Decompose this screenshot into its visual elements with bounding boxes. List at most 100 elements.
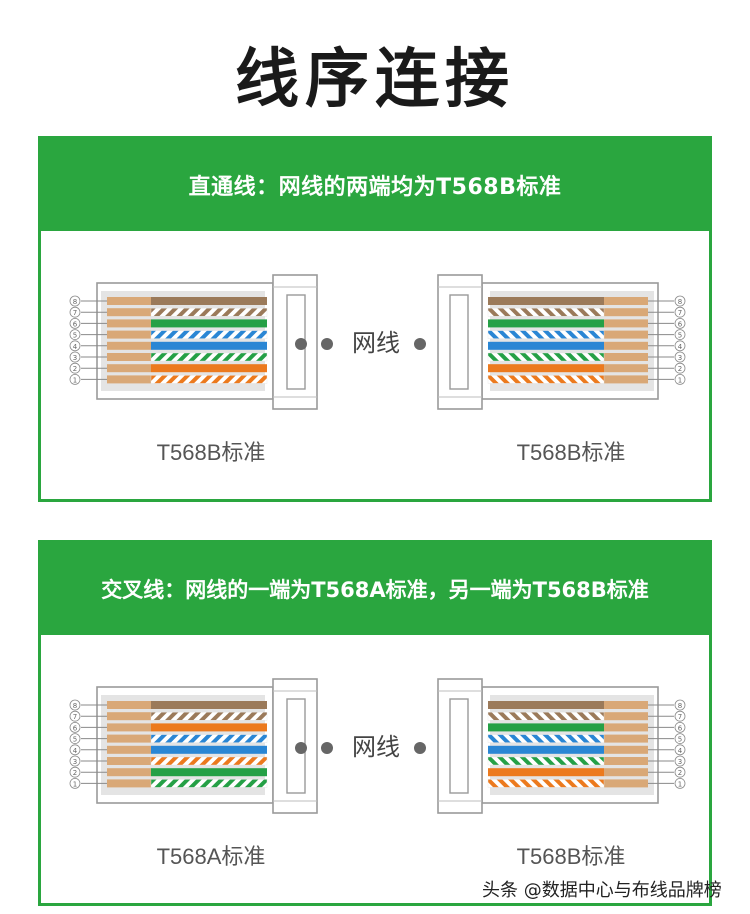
wire-blue	[488, 341, 604, 350]
pin-number: 3	[73, 354, 77, 362]
wire-green	[151, 319, 267, 328]
cable-label: 网线	[352, 733, 400, 761]
pin-number: 7	[73, 713, 77, 721]
copper-contact	[107, 701, 151, 709]
pin-circle	[69, 295, 81, 307]
wire-brown	[488, 701, 604, 709]
pin-circle	[69, 318, 81, 329]
copper-contact	[604, 364, 648, 373]
wire-white-orange	[150, 756, 268, 766]
wire-white-blue	[150, 734, 268, 743]
pin-number: 8	[678, 298, 682, 306]
pin-circle	[69, 733, 81, 744]
pin-circle	[674, 699, 686, 711]
pin-circle	[674, 351, 686, 363]
pin-circle	[69, 374, 81, 385]
wire-white-blue	[487, 330, 605, 339]
copper-contact	[107, 297, 151, 305]
copper-contact	[107, 364, 151, 373]
pin-number: 6	[73, 724, 78, 732]
pin-number: 7	[73, 309, 77, 317]
wire-white-brown	[150, 308, 268, 317]
wire-white-blue	[487, 734, 605, 743]
pin-circle	[674, 744, 686, 756]
copper-contact	[604, 757, 648, 765]
pin-circle	[69, 351, 81, 363]
pin-circle	[69, 766, 81, 778]
pin-circle	[69, 329, 81, 340]
pin-circle	[674, 766, 686, 778]
copper-contact	[604, 341, 648, 350]
copper-contact	[604, 353, 648, 361]
pin-number: 6	[678, 724, 683, 732]
wire-white-orange	[150, 375, 268, 384]
pin-number: 7	[678, 713, 682, 721]
pin-number: 8	[73, 702, 77, 710]
pin-circle	[674, 710, 686, 722]
copper-contact	[604, 297, 648, 305]
copper-contact	[107, 757, 151, 765]
pin-number: 1	[678, 780, 682, 788]
pin-number: 6	[678, 320, 683, 328]
pin-circle	[674, 362, 686, 374]
pin-number: 1	[73, 376, 77, 384]
pin-circle	[674, 306, 686, 318]
pin-number: 6	[73, 320, 78, 328]
copper-contact	[604, 712, 648, 721]
copper-contact	[604, 308, 648, 317]
dot	[321, 338, 333, 350]
copper-contact	[604, 734, 648, 743]
pin-number: 8	[678, 702, 682, 710]
watermark: 头条 @数据中心与布线品牌榜	[482, 880, 722, 901]
wire-brown	[151, 297, 267, 305]
pin-number: 5	[73, 332, 77, 340]
wire-white-green	[150, 352, 268, 362]
pin-circle	[674, 340, 686, 352]
pin-circle	[674, 733, 686, 744]
wire-white-green	[487, 352, 605, 362]
pin-circle	[69, 744, 81, 756]
wire-orange	[488, 768, 604, 777]
pin-number: 2	[678, 769, 682, 777]
pin-circle	[674, 778, 686, 789]
pin-number: 3	[73, 758, 77, 766]
dot	[414, 338, 426, 350]
pin-number: 4	[73, 747, 78, 755]
pin-number: 2	[73, 769, 77, 777]
copper-contact	[107, 353, 151, 361]
pin-number: 5	[73, 736, 77, 744]
pin-number: 4	[73, 343, 78, 351]
pin-circle	[674, 374, 686, 385]
wire-blue	[151, 341, 267, 350]
wire-white-brown	[150, 712, 268, 721]
copper-contact	[604, 701, 648, 709]
latch-block	[437, 678, 483, 814]
copper-contact	[107, 308, 151, 317]
pin-number: 5	[678, 332, 682, 340]
page-title: 线序连接	[235, 43, 515, 117]
wire-orange	[488, 364, 604, 373]
crossover-panel: 交叉线：网线的一端为T568A标准，另一端为T568B标准 8 7 6 5 4 3 2 1 网…	[38, 540, 712, 906]
panel-heading: 直通线：网线的两端均为T568B标准	[41, 139, 709, 231]
copper-contact	[107, 341, 151, 350]
panel-heading: 交叉线：网线的一端为T568A标准，另一端为T568B标准	[41, 543, 709, 635]
pin-circle	[69, 699, 81, 711]
dot	[295, 742, 307, 754]
pin-circle	[674, 318, 686, 329]
copper-contact	[604, 319, 648, 328]
copper-contact	[604, 723, 648, 732]
copper-contact	[107, 375, 151, 384]
copper-contact	[107, 330, 151, 339]
pin-circle	[69, 710, 81, 722]
wire-white-orange	[487, 375, 605, 384]
wire-orange	[151, 364, 267, 373]
wire-white-orange	[487, 779, 605, 788]
wire-white-green	[487, 756, 605, 766]
pin-number: 2	[73, 365, 77, 373]
copper-contact	[107, 768, 151, 777]
wire-white-brown	[487, 308, 605, 317]
